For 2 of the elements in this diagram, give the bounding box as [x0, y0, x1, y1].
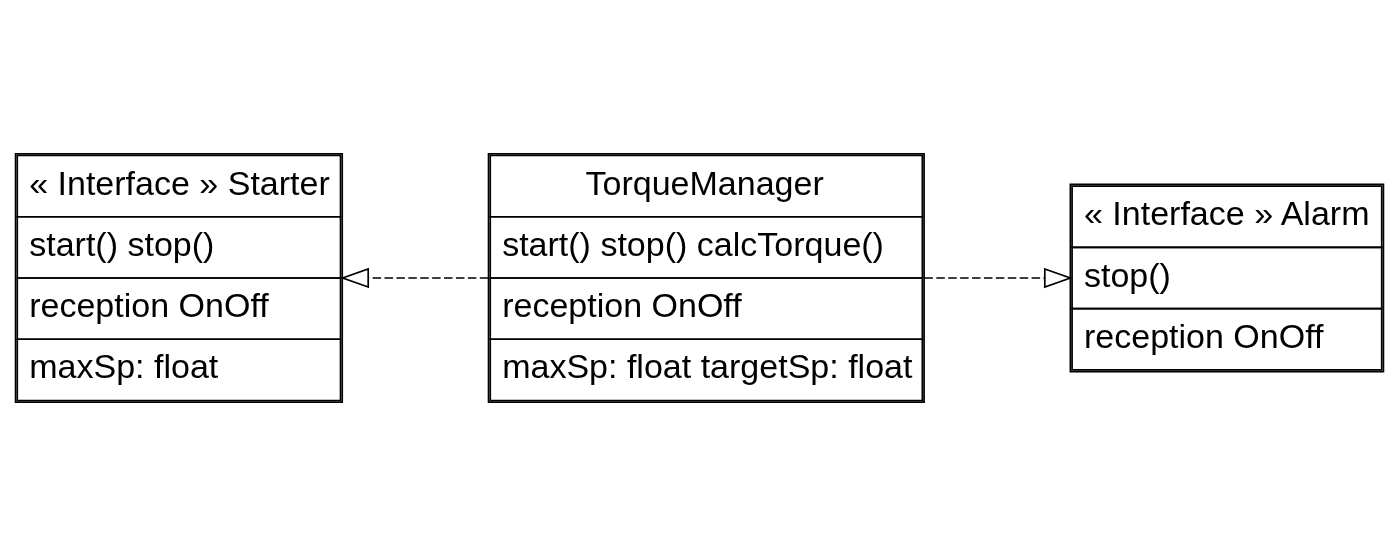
- arrow: [923, 267, 1073, 288]
- arrow: [340, 267, 490, 288]
